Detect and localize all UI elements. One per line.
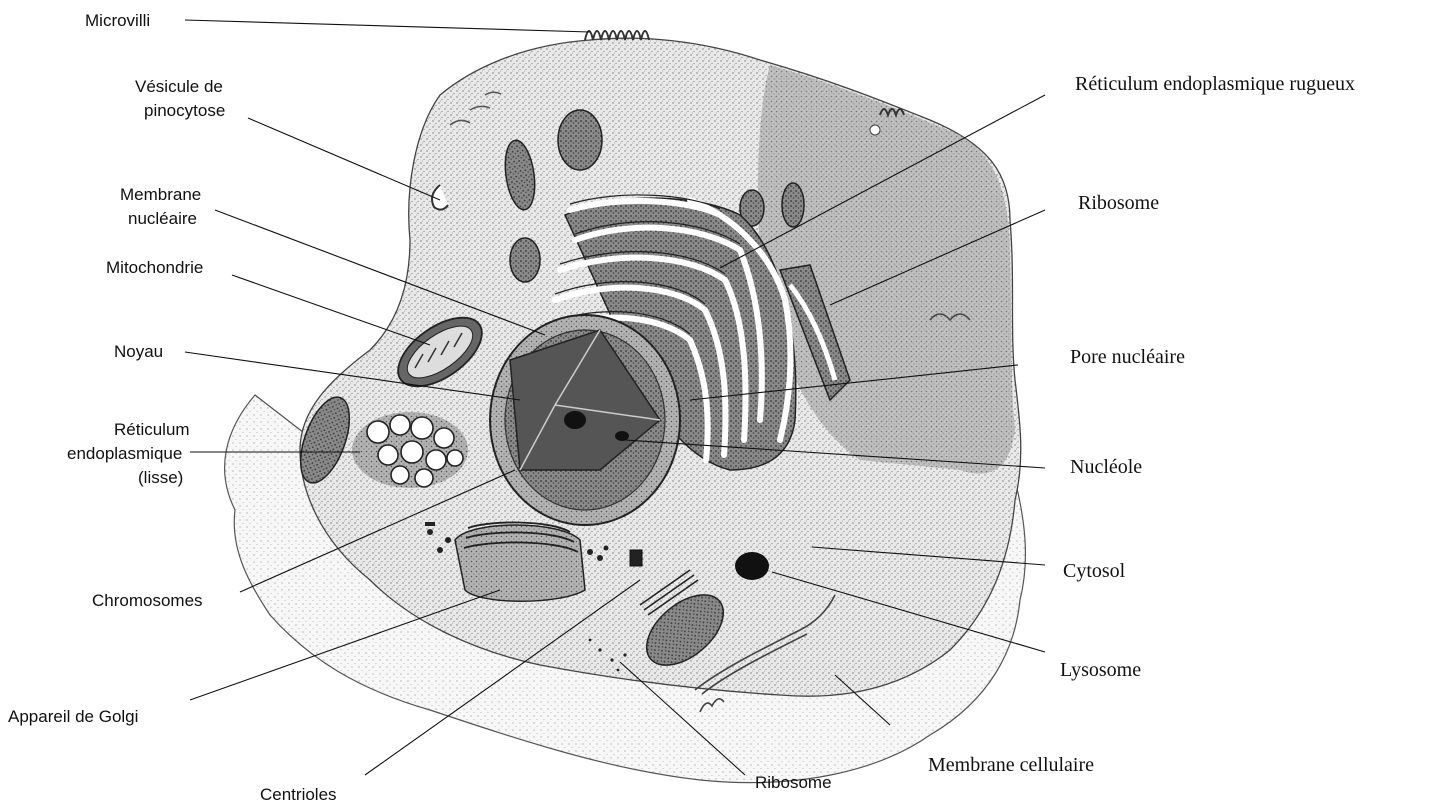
- label-membrane-cell: Membrane cellulaire: [928, 754, 1094, 776]
- label-noyau: Noyau: [114, 342, 163, 361]
- cell-body: [225, 31, 1026, 783]
- label-ribosome-bottom: Ribosome: [755, 773, 832, 792]
- label-membrane-nucl-2: nucléaire: [128, 209, 197, 228]
- label-microvilli: Microvilli: [85, 11, 150, 30]
- label-rel-1: Réticulum: [114, 420, 190, 439]
- smooth-er-shape: [352, 412, 468, 488]
- mitochondrion: [558, 110, 602, 170]
- label-membrane-nucl-1: Membrane: [120, 185, 201, 204]
- label-centrioles: Centrioles: [260, 785, 337, 804]
- nucleus-shape: [490, 315, 680, 525]
- mitochondrion: [782, 183, 804, 227]
- label-vesicule-2: pinocytose: [144, 101, 225, 120]
- label-lysosome: Lysosome: [1060, 659, 1141, 681]
- label-ribosome-top: Ribosome: [1078, 192, 1159, 214]
- label-rel-2: endoplasmique: [67, 444, 182, 463]
- label-chromosomes: Chromosomes: [92, 591, 203, 610]
- label-golgi: Appareil de Golgi: [8, 707, 138, 726]
- lysosome-shape: [735, 552, 769, 580]
- nucleolus: [564, 411, 586, 429]
- mitochondrion: [510, 238, 540, 282]
- label-rel-3: (lisse): [138, 468, 183, 487]
- label-cytosol: Cytosol: [1063, 560, 1126, 582]
- label-nucleole: Nucléole: [1070, 456, 1142, 478]
- label-rer: Réticulum endoplasmique rugueux: [1075, 73, 1355, 95]
- label-pore: Pore nucléaire: [1070, 346, 1185, 368]
- label-mitochondrie: Mitochondrie: [106, 258, 203, 277]
- label-vesicule-1: Vésicule de: [135, 77, 223, 96]
